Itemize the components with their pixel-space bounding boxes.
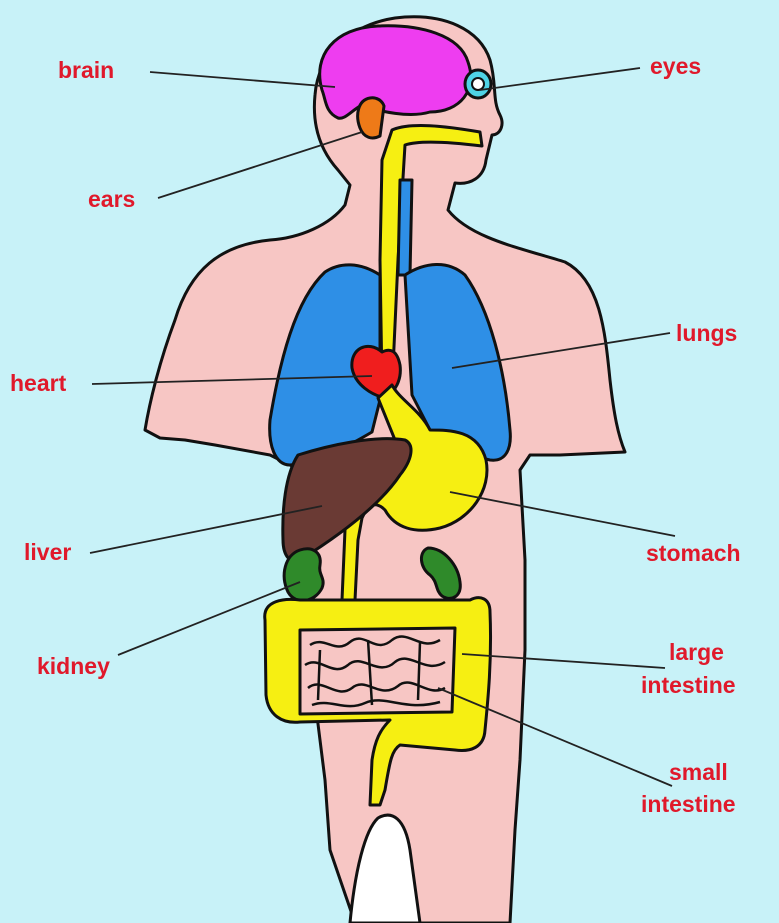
label-liver: liver: [24, 539, 71, 565]
label-large-intestine-line2: intestine: [641, 672, 736, 698]
left-kidney: [284, 549, 323, 601]
label-brain: brain: [58, 57, 114, 83]
label-stomach: stomach: [646, 540, 741, 566]
label-lungs: lungs: [676, 320, 737, 346]
label-heart: heart: [10, 370, 67, 396]
brain: [320, 26, 471, 118]
label-kidney: kidney: [37, 653, 110, 679]
eye: [465, 70, 491, 98]
label-small-intestine-line2: intestine: [641, 791, 736, 817]
label-large-intestine-line1: large: [669, 639, 724, 665]
label-eyes: eyes: [650, 53, 701, 79]
label-small-intestine-line1: small: [669, 759, 728, 785]
label-ears: ears: [88, 186, 135, 212]
windpipe: [398, 180, 412, 275]
